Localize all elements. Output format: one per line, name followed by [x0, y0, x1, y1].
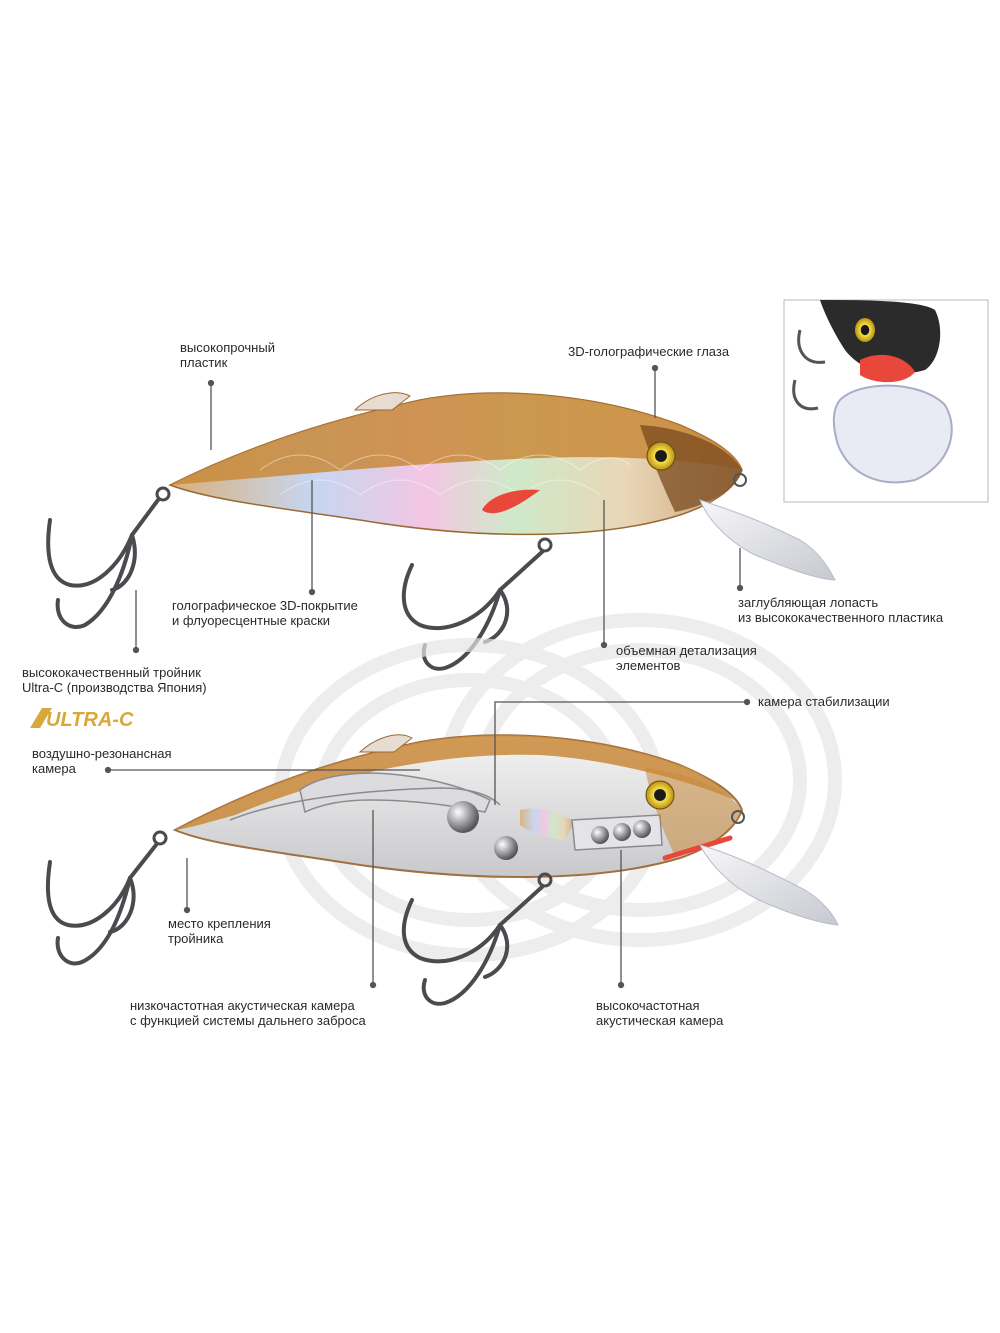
label-plastic: высокопрочный пластик — [180, 340, 275, 370]
bottom-lure — [45, 613, 842, 1006]
label-hook-mount: место крепления тройника — [168, 916, 271, 946]
ultra-c-logo: ULTRA-C — [30, 708, 134, 731]
label-detail: объемная детализация элементов — [616, 643, 757, 673]
top-lure-back — [170, 393, 742, 485]
top-lure-fin — [482, 489, 540, 514]
bottom-lure-lip — [699, 844, 839, 926]
bottom-lure-line-tie — [731, 810, 745, 824]
top-lure-belly-hook — [401, 537, 553, 671]
top-lure-eye — [646, 441, 676, 471]
label-coating: голографическое 3D-покрытие и флуоресцен… — [172, 598, 358, 628]
logo-text: ULTRA-C — [46, 709, 134, 731]
top-lure-lip — [699, 499, 836, 581]
bottom-lure-back-stripe — [175, 735, 735, 830]
ball-small-1 — [591, 826, 609, 844]
ball-large-2 — [494, 836, 518, 860]
label-stabilization: камера стабилизации — [758, 694, 890, 709]
label-high-freq: высокочастотная акустическая камера — [596, 998, 724, 1028]
air-chamber-outline — [229, 787, 501, 821]
label-lip: заглубляющая лопасть из высококачественн… — [738, 595, 944, 625]
label-hook: высококачественный тройник Ultra-C (прои… — [22, 665, 207, 695]
leader-lines — [104, 364, 751, 989]
inset-photo — [783, 299, 989, 503]
bottom-lure-eye — [645, 780, 675, 810]
ball-small-2 — [613, 823, 631, 841]
bottom-lure-rear-hook — [45, 830, 168, 966]
ball-small-3 — [633, 820, 651, 838]
low-freq-chamber — [299, 772, 491, 814]
top-lure — [46, 392, 836, 671]
top-lure-line-tie — [733, 473, 747, 487]
bottom-lure-dorsal — [358, 734, 413, 753]
holo-insert — [520, 808, 575, 840]
top-lure-scales — [259, 454, 631, 496]
ball-large-1 — [447, 801, 479, 833]
label-low-freq: низкочастотная акустическая камера с фун… — [130, 998, 366, 1028]
label-air-chamber: воздушно-резонансная камера — [32, 746, 172, 776]
top-lure-rear-hook — [46, 486, 171, 629]
top-lure-dorsal — [353, 392, 411, 411]
bottom-lure-belly-hook — [401, 872, 553, 1006]
label-eyes: 3D-голографические глаза — [568, 344, 730, 359]
